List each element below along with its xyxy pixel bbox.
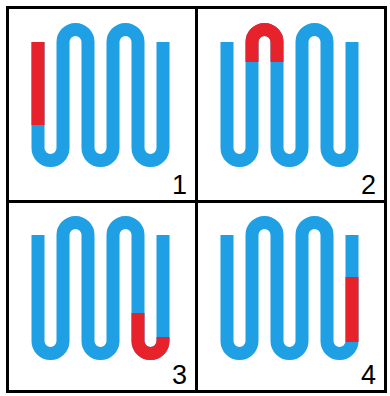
serpentine-tube	[38, 29, 163, 160]
red-segment	[32, 42, 45, 125]
step-panel: 4	[195, 200, 387, 393]
step-panel: 3	[6, 200, 198, 393]
callout-number: 1	[172, 172, 187, 199]
step-panel: 1	[6, 6, 198, 203]
tube-panel-one	[38, 29, 163, 160]
red-segment	[252, 29, 277, 62]
red-segment	[346, 277, 359, 342]
callout-number: 4	[361, 362, 376, 389]
serpentine-tube	[227, 29, 352, 160]
callout-number: 2	[361, 172, 376, 199]
tube-panel-three	[38, 223, 163, 354]
step-panel: 2	[195, 6, 387, 203]
tube-panel-four	[227, 223, 352, 354]
serpentine-tube	[227, 223, 352, 354]
red-segment	[138, 313, 163, 354]
tube-panel-two	[227, 29, 352, 160]
callout-number: 3	[172, 362, 187, 389]
serpentine-tube	[38, 223, 163, 354]
